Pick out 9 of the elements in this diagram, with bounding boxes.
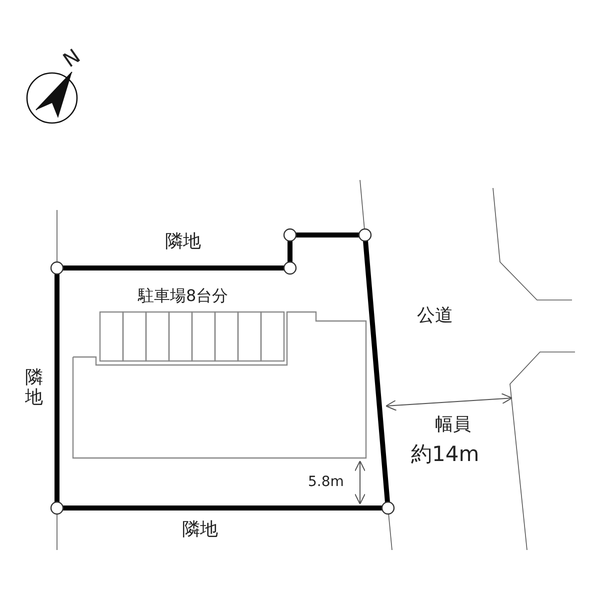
neighbor-lot-label: 隣地 bbox=[165, 232, 201, 252]
parking-label: 駐車場8台分 bbox=[138, 287, 228, 305]
north-label: N bbox=[59, 44, 84, 72]
road-width-label: 幅員 bbox=[435, 415, 471, 435]
road-label: 公道 bbox=[417, 306, 453, 326]
neighbor-lot-label: 隣地 bbox=[182, 520, 218, 540]
neighbor-lot-label: 隣地 bbox=[25, 368, 43, 408]
dimension-label: 5.8m bbox=[308, 475, 344, 490]
road-width-value: 約14m bbox=[411, 443, 480, 466]
